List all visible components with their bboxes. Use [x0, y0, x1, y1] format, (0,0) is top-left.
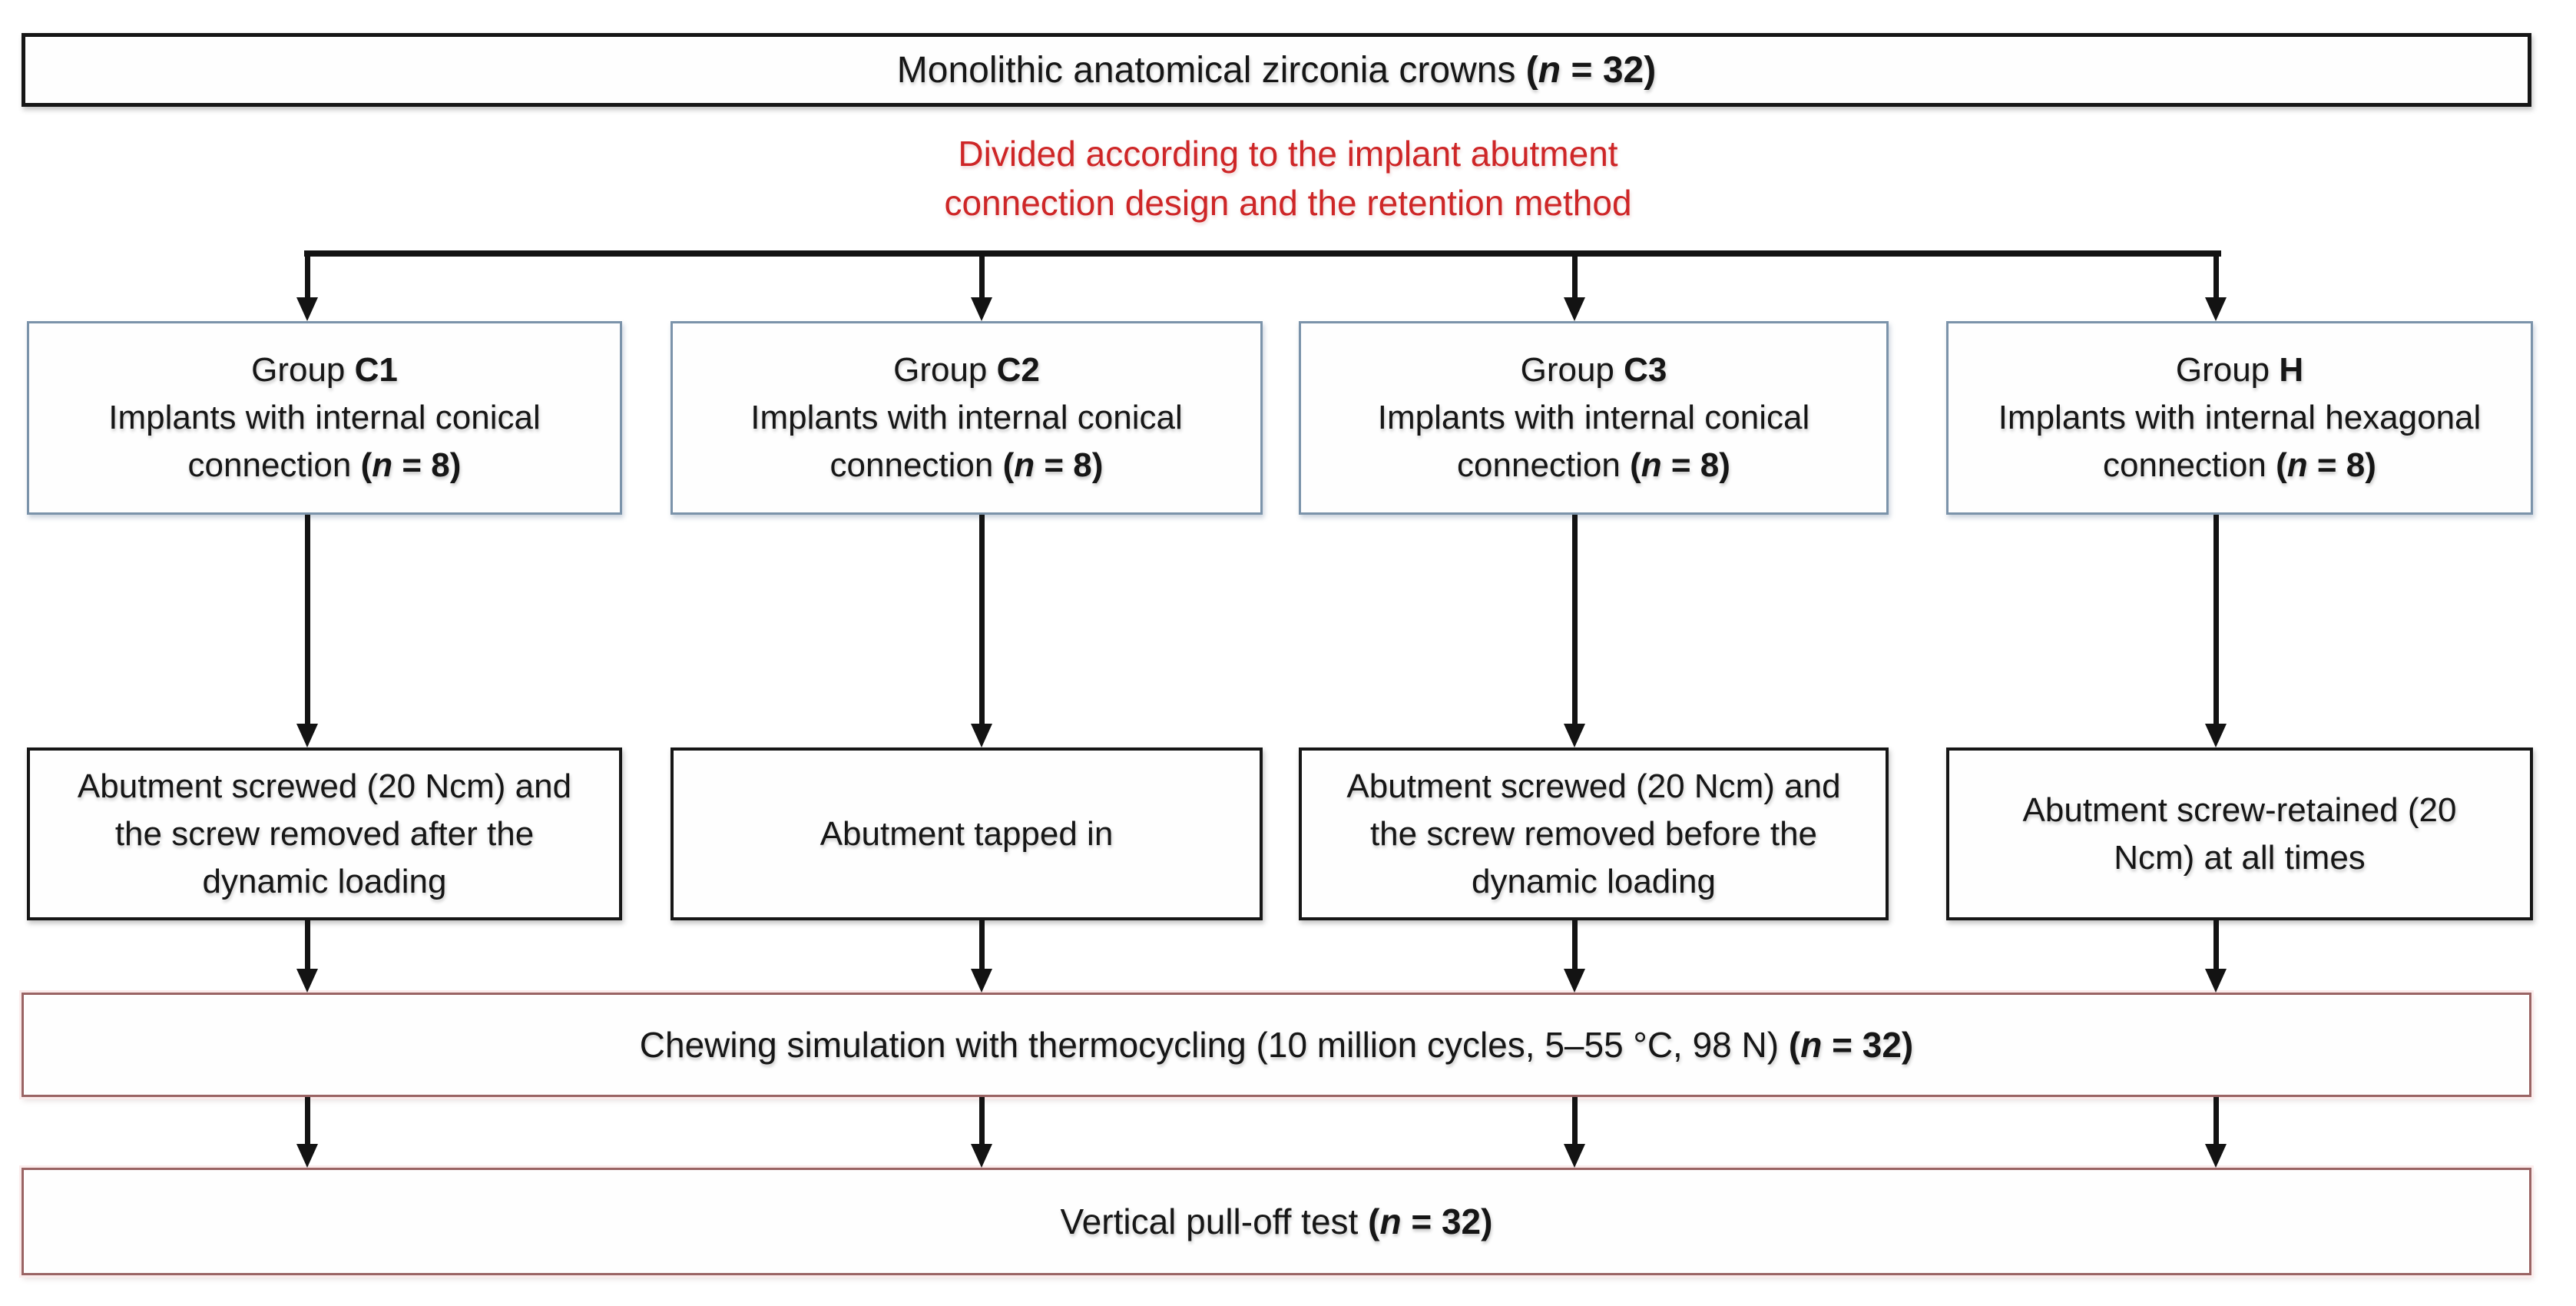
- flow-arrow-line: [978, 254, 985, 301]
- flow-arrow-line: [1571, 920, 1578, 973]
- flow-arrow-line: [304, 254, 310, 301]
- procedure-h-box: Abutment screw-retained (20 Ncm) at all …: [1946, 747, 2533, 920]
- flow-arrow-head: [2205, 969, 2227, 993]
- flow-arrow-head: [2205, 724, 2227, 747]
- procedure-c3-box: Abutment screwed (20 Ncm) and the screw …: [1299, 747, 1889, 920]
- flow-arrow-head: [971, 297, 992, 321]
- procedure-c2-box: Abutment tapped in: [670, 747, 1263, 920]
- flow-arrow-line: [1571, 1097, 1578, 1148]
- flow-arrow-head: [1564, 724, 1585, 747]
- procedure-c1-box: Abutment screwed (20 Ncm) and the screw …: [27, 747, 622, 920]
- flow-arrow-head: [2205, 297, 2227, 321]
- pull-off-test-box: Vertical pull-off test (n = 32): [22, 1168, 2531, 1275]
- flow-arrow-head: [971, 724, 992, 747]
- flow-arrow-head: [2205, 1144, 2227, 1168]
- flow-arrow-line: [978, 920, 985, 973]
- flow-arrow-line: [2213, 515, 2219, 728]
- flow-arrow-head: [1564, 1144, 1585, 1168]
- flow-arrow-head: [971, 1144, 992, 1168]
- top-box-label: Monolithic anatomical zirconia crowns (n…: [896, 49, 1657, 91]
- top-box-total-sample: Monolithic anatomical zirconia crowns (n…: [22, 33, 2531, 107]
- chewing-simulation-box: Chewing simulation with thermocycling (1…: [22, 993, 2531, 1097]
- flow-arrow-line: [978, 515, 985, 728]
- division-note-line2: connection design and the retention meth…: [944, 183, 1632, 223]
- flow-arrow-line: [2213, 1097, 2219, 1148]
- flow-arrow-line: [978, 1097, 985, 1148]
- branch-line: [304, 250, 2221, 257]
- flow-arrow-head: [296, 297, 318, 321]
- group-c1-box: Group C1 Implants with internal conical …: [27, 321, 622, 515]
- group-c2-box: Group C2 Implants with internal conical …: [670, 321, 1263, 515]
- flow-arrow-line: [2213, 920, 2219, 973]
- division-note-line1: Divided according to the implant abutmen…: [958, 134, 1618, 174]
- flow-arrow-line: [1571, 515, 1578, 728]
- flow-arrow-head: [296, 724, 318, 747]
- flow-arrow-line: [304, 920, 310, 973]
- flow-arrow-head: [1564, 969, 1585, 993]
- flow-arrow-head: [296, 969, 318, 993]
- group-h-box: Group H Implants with internal hexagonal…: [1946, 321, 2533, 515]
- flow-arrow-head: [1564, 297, 1585, 321]
- flow-arrow-line: [1571, 254, 1578, 301]
- flow-arrow-head: [296, 1144, 318, 1168]
- group-c3-box: Group C3 Implants with internal conical …: [1299, 321, 1889, 515]
- flow-arrow-line: [304, 1097, 310, 1148]
- flow-arrow-head: [971, 969, 992, 993]
- flow-arrow-line: [2213, 254, 2219, 301]
- flow-arrow-line: [304, 515, 310, 728]
- division-note: Divided according to the implant abutmen…: [0, 129, 2576, 227]
